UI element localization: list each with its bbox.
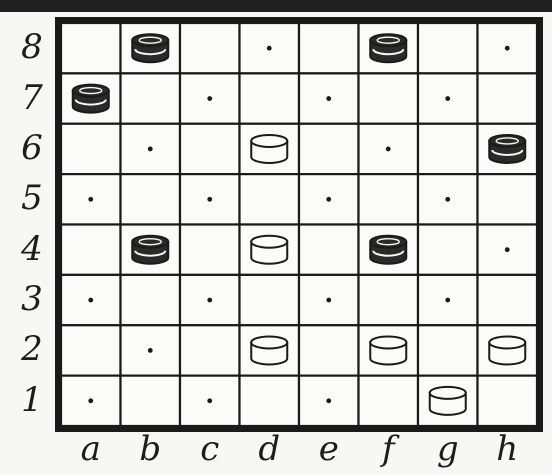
- dot-e1: [326, 398, 331, 403]
- dot-e3: [326, 298, 331, 303]
- square-e6[interactable]: [299, 124, 359, 174]
- square-a4[interactable]: [61, 225, 121, 275]
- square-d3[interactable]: [240, 275, 300, 325]
- square-c8[interactable]: [180, 23, 240, 73]
- white-checker-g1[interactable]: [430, 387, 466, 415]
- square-e4[interactable]: [299, 225, 359, 275]
- square-e2[interactable]: [299, 325, 359, 375]
- black-checker-b4[interactable]: [132, 236, 168, 264]
- square-e8[interactable]: [299, 23, 359, 73]
- dot-g5: [445, 197, 450, 202]
- square-d7[interactable]: [240, 73, 300, 123]
- dot-e7: [326, 96, 331, 101]
- square-f7[interactable]: [359, 73, 419, 123]
- dot-h8: [505, 46, 510, 51]
- square-d5[interactable]: [240, 174, 300, 224]
- square-b5[interactable]: [121, 174, 181, 224]
- square-h5[interactable]: [478, 174, 538, 224]
- square-f1[interactable]: [359, 376, 419, 426]
- square-c2[interactable]: [180, 325, 240, 375]
- square-g6[interactable]: [418, 124, 478, 174]
- dot-c7: [207, 96, 212, 101]
- dot-a1: [88, 398, 93, 403]
- square-a6[interactable]: [61, 124, 121, 174]
- dot-b2: [148, 348, 153, 353]
- dot-a3: [88, 298, 93, 303]
- dot-c1: [207, 398, 212, 403]
- square-h7[interactable]: [478, 73, 538, 123]
- white-checker-d2[interactable]: [251, 336, 287, 364]
- white-checker-d6[interactable]: [251, 135, 287, 163]
- square-g8[interactable]: [418, 23, 478, 73]
- square-b3[interactable]: [121, 275, 181, 325]
- square-g4[interactable]: [418, 225, 478, 275]
- black-checker-b8[interactable]: [132, 34, 168, 62]
- black-checker-f8[interactable]: [370, 34, 406, 62]
- dot-d8: [267, 46, 272, 51]
- white-checker-f2[interactable]: [370, 336, 406, 364]
- square-h3[interactable]: [478, 275, 538, 325]
- square-d1[interactable]: [240, 376, 300, 426]
- square-g2[interactable]: [418, 325, 478, 375]
- dot-a5: [88, 197, 93, 202]
- white-checker-h2[interactable]: [489, 336, 525, 364]
- dot-e5: [326, 197, 331, 202]
- black-checker-h6[interactable]: [489, 135, 525, 163]
- dot-c5: [207, 197, 212, 202]
- white-checker-d4[interactable]: [251, 236, 287, 264]
- square-c4[interactable]: [180, 225, 240, 275]
- dot-g7: [445, 96, 450, 101]
- square-c6[interactable]: [180, 124, 240, 174]
- square-b1[interactable]: [121, 376, 181, 426]
- dot-f6: [386, 147, 391, 152]
- square-h1[interactable]: [478, 376, 538, 426]
- square-f3[interactable]: [359, 275, 419, 325]
- dot-c3: [207, 298, 212, 303]
- square-a8[interactable]: [61, 23, 121, 73]
- square-b7[interactable]: [121, 73, 181, 123]
- black-checker-f4[interactable]: [370, 236, 406, 264]
- dot-b6: [148, 147, 153, 152]
- dot-g3: [445, 298, 450, 303]
- black-checker-a7[interactable]: [73, 85, 109, 113]
- square-f5[interactable]: [359, 174, 419, 224]
- dot-h4: [505, 247, 510, 252]
- square-a2[interactable]: [61, 325, 121, 375]
